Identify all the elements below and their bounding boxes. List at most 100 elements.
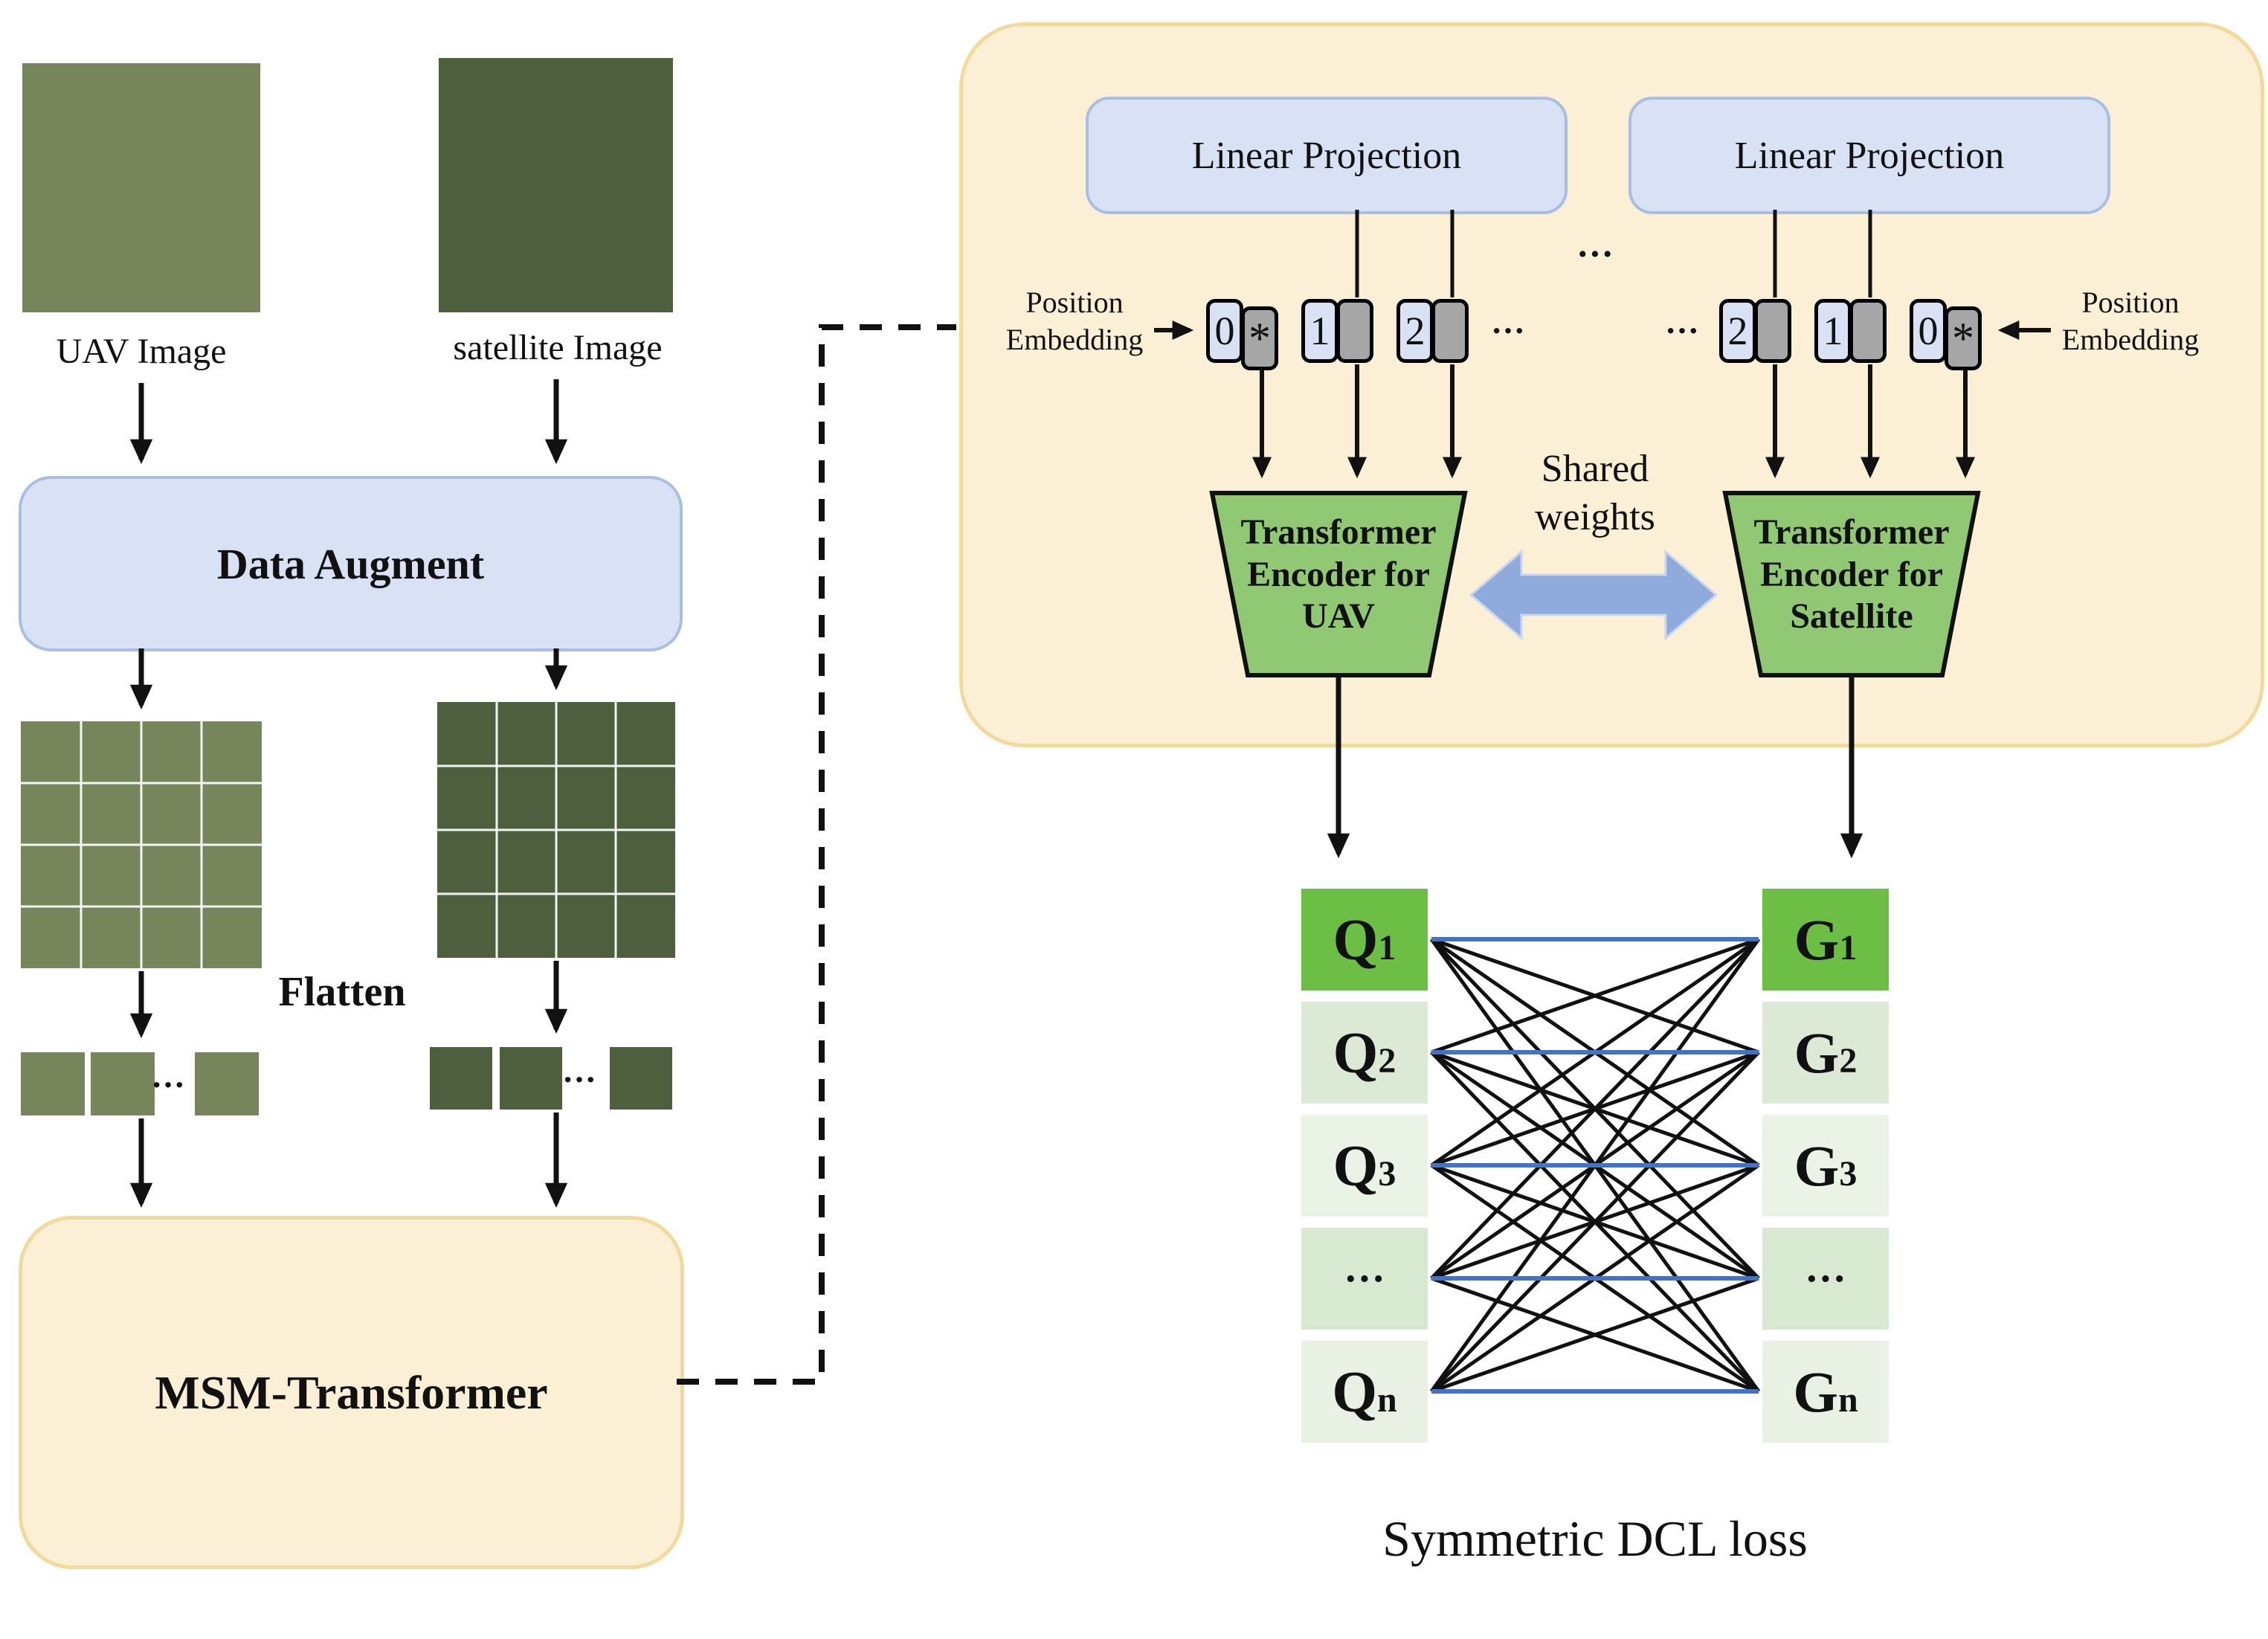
satellite-token-0: 0 * [1910, 299, 1982, 370]
uav-patch-1 [21, 1052, 85, 1115]
satellite-token-2: 2 [1719, 299, 1791, 363]
flatten-label: Flatten [278, 969, 406, 1015]
gallery-row-n-label: G [1793, 1359, 1838, 1424]
uav-token-1: 1 [1301, 299, 1373, 363]
query-row-2-sub: 2 [1378, 1040, 1396, 1081]
msm-transformer-label: MSM-Transformer [155, 1365, 548, 1419]
encoder-satellite-label: Transformer Encoder for Satellite [1744, 512, 1959, 638]
matching-network-lines [1429, 937, 1761, 1394]
encoder-uav-line1: Transformer [1240, 512, 1437, 552]
encoder-satellite-line3: Satellite [1790, 596, 1913, 637]
uav-token-0-index: 0 [1206, 299, 1243, 363]
match-line-4-3 [1431, 1163, 1759, 1281]
gallery-row-ellipsis-label: ··· [1804, 1255, 1847, 1302]
encoder-uav-line2: Encoder for [1247, 554, 1430, 594]
uav-patch-3 [195, 1052, 259, 1115]
position-embedding-left-label: Position Embedding [970, 284, 1179, 358]
match-line-2-4 [1430, 1050, 1760, 1281]
match-line-1-4 [1430, 938, 1760, 1280]
uav-patch-ellipsis: ··· [150, 1066, 186, 1104]
position-embedding-right-line1: Position [2081, 286, 2180, 319]
uav-token-1-embedding [1336, 299, 1373, 363]
position-embedding-left-line1: Position [1025, 286, 1124, 319]
match-line-1-2 [1431, 937, 1759, 1054]
satellite-image-label: satellite Image [453, 328, 663, 367]
match-line-2-5 [1430, 1051, 1760, 1393]
shared-weights-line2: weights [1535, 496, 1655, 538]
satellite-token-2-index: 2 [1719, 299, 1756, 363]
shared-weights-line1: Shared [1541, 448, 1649, 490]
gallery-row-3-label: G [1794, 1133, 1840, 1198]
match-line-1-5 [1429, 938, 1761, 1393]
query-row-3-label: Q [1333, 1133, 1379, 1198]
satellite-patch-2 [500, 1047, 562, 1110]
msm-transformer-box: MSM-Transformer [19, 1216, 684, 1569]
uav-patch-2 [91, 1052, 155, 1115]
uav-token-ellipsis: ··· [1490, 312, 1526, 350]
encoder-uav-label: Transformer Encoder for UAV [1231, 512, 1446, 638]
gallery-row-1-label: G [1794, 907, 1840, 972]
gallery-row-ellipsis: ··· [1762, 1228, 1889, 1330]
linear-projection-uav-label: Linear Projection [1191, 134, 1462, 177]
query-row-1-label: Q [1333, 907, 1379, 972]
symmetric-dcl-loss-label: Symmetric DCL loss [1382, 1510, 1808, 1567]
linear-projection-uav-box: Linear Projection [1086, 97, 1568, 214]
position-embedding-right-line2: Embedding [2061, 323, 2200, 356]
uav-image-label: UAV Image [56, 332, 227, 371]
query-row-ellipsis: ··· [1301, 1228, 1428, 1330]
match-line-3-1 [1430, 937, 1760, 1168]
uav-token-2: 2 [1396, 299, 1469, 363]
uav-augmented-grid [21, 721, 262, 968]
uav-image-photo [22, 63, 260, 312]
query-row-2-label: Q [1333, 1020, 1379, 1085]
satellite-token-1-embedding [1849, 299, 1887, 363]
linear-projection-satellite-box: Linear Projection [1628, 97, 2110, 214]
gallery-row-1-sub: 1 [1839, 927, 1858, 967]
uav-token-0: 0 * [1206, 299, 1278, 370]
shared-weights-label: Shared weights [1487, 445, 1703, 541]
query-row-n-sub: n [1376, 1379, 1397, 1420]
uav-token-2-index: 2 [1396, 299, 1434, 363]
query-row-n-label: Q [1332, 1359, 1377, 1424]
query-row-ellipsis-label: ··· [1343, 1255, 1386, 1302]
linear-projection-ellipsis: ··· [1576, 233, 1614, 274]
position-embedding-right-label: Position Embedding [2026, 284, 2235, 358]
linear-projection-satellite-label: Linear Projection [1734, 134, 2005, 177]
gallery-row-3-sub: 3 [1839, 1153, 1858, 1194]
satellite-patch-3 [610, 1047, 672, 1110]
match-line-5-4 [1431, 1276, 1759, 1394]
satellite-token-1: 1 [1814, 299, 1887, 363]
data-augment-box: Data Augment [19, 476, 683, 651]
match-line-1-3 [1430, 937, 1760, 1168]
satellite-patch-ellipsis: ··· [561, 1060, 597, 1098]
uav-token-1-index: 1 [1301, 299, 1338, 363]
match-line-3-4 [1431, 1163, 1759, 1281]
satellite-token-ellipsis: ··· [1664, 312, 1700, 350]
match-line-5-2 [1430, 1051, 1760, 1393]
uav-token-2-embedding [1431, 299, 1469, 363]
satellite-token-1-index: 1 [1814, 299, 1852, 363]
satellite-token-0-cls: * [1945, 306, 1982, 370]
uav-token-0-cls: * [1241, 306, 1278, 370]
query-row-1-sub: 1 [1378, 927, 1396, 967]
encoder-uav-line3: UAV [1302, 596, 1375, 637]
match-line-5-3 [1430, 1163, 1760, 1394]
match-line-3-2 [1431, 1050, 1759, 1168]
position-embedding-left-line2: Embedding [1005, 323, 1144, 356]
match-line-4-1 [1430, 938, 1760, 1280]
satellite-augmented-grid [437, 702, 675, 958]
satellite-image-photo [439, 58, 673, 312]
encoder-satellite-line1: Transformer [1753, 512, 1950, 552]
match-line-4-5 [1431, 1276, 1759, 1394]
match-line-3-5 [1430, 1163, 1760, 1394]
data-augment-label: Data Augment [216, 539, 485, 588]
match-line-4-2 [1430, 1050, 1760, 1281]
